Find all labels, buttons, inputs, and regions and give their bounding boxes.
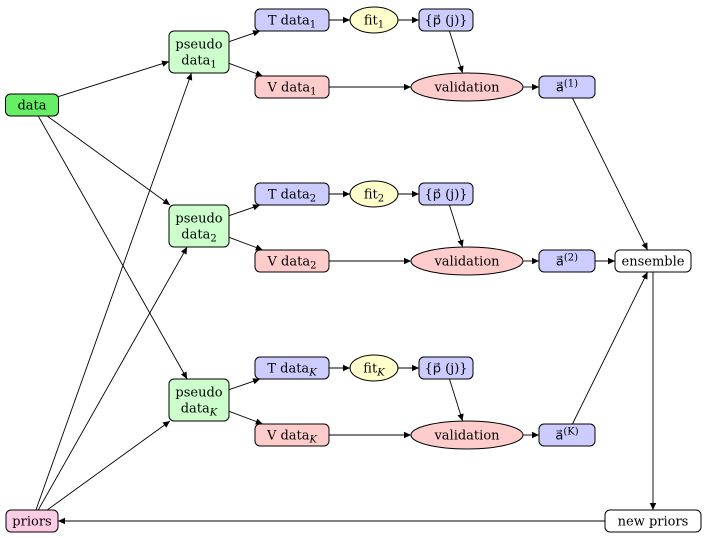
branch-1-validation-node-shape [410,72,524,102]
branch-3-alpha-node-shape [538,423,596,447]
branch-1-pseudo-data-node-shape [168,30,230,74]
edge-branch-3-alpha-to-ensemble [572,271,648,425]
branch-3-validation-data-node: V dataK​ [254,423,330,447]
branch-2-validation-node-shape [410,246,524,276]
branch-1-validation-node-label: validation [433,81,500,96]
branch-2-validation-data-node-shape [254,249,330,273]
branch-2-pseudo-data-node-label: data2​ [181,228,216,245]
branch-3-validation-data-node-shape [254,423,330,447]
branch-3-pseudo-data-node-label: dataK​ [181,402,218,419]
branch-3-validation-node-label: validation [433,429,500,444]
branch-2-fit-node: fit2​ [349,180,399,208]
branch-2-pseudo-data-node-shape [168,204,230,248]
branch-3-pseudo-data-node-label: pseudo [175,386,222,401]
branch-2-validation-data-node-label: V data2​ [267,255,317,272]
branch-3-parameters-node-label: {p⃗ (j)} [424,362,467,377]
branch-2-alpha-node-label: a⃗(2)​ [556,253,578,270]
edge-branch-3-pseudo-to-train [228,378,261,391]
branch-1-validation-data-node: V data1​ [254,75,330,99]
branch-3-training-data-node-shape [254,356,330,380]
branch-3-validation-data-node-label: V dataK​ [266,429,318,446]
new-priors-node-label: new priors [618,515,689,530]
branch-1-parameters-node-shape [418,8,474,32]
branch-3-parameters-node: {p⃗ (j)} [418,356,474,380]
branch-3-fit-node: fitK​ [349,354,399,382]
branch-1-validation-node: validation [410,72,524,102]
branch-3-pseudo-data-node-shape [168,378,230,422]
branch-3-training-data-node-label: T dataK​ [267,362,317,379]
branch-3-fit-node-label: fitK​ [363,362,385,379]
branch-1-alpha-node-shape [538,75,596,99]
branch-2-training-data-node-label: T data2​ [268,188,316,205]
branch-1-alpha-node-label: a⃗(1)​ [556,79,578,96]
priors-node-label: priors [12,515,51,530]
branch-1-alpha-node: a⃗(1)​ [538,75,596,99]
branch-3-fit-node-shape [349,354,399,382]
edge-branch-3-pseudo-to-valid [228,410,263,425]
branch-1-parameters-node: {p⃗ (j)} [418,8,474,32]
branch-1-validation-data-node-shape [254,75,330,99]
data-node: data [5,93,59,117]
edge-priors-to-branch-2-pseudo [37,246,188,511]
branch-2-alpha-node: a⃗(2)​ [538,249,596,273]
ensemble-node-label: ensemble [622,255,685,270]
edge-branch-1-pseudo-to-train [228,30,261,43]
branch-2-fit-node-label: fit2​ [364,188,384,205]
branch-1-fit-node: fit1​ [349,6,399,34]
edge-branch-1-pseudo-to-valid [228,62,263,77]
new-priors-node: new priors [604,509,702,533]
branch-3-parameters-node-shape [418,356,474,380]
edge-branch-3-params-to-validation [449,378,464,422]
data-node-label: data [17,99,46,114]
branch-3-validation-node: validation [410,420,524,450]
branch-2-validation-node: validation [410,246,524,276]
branch-2-pseudo-data-node-label: pseudo [175,212,222,227]
branch-3-alpha-node: a⃗(K)​ [538,423,596,447]
priors-node-shape [5,509,59,533]
edge-priors-to-branch-3-pseudo [46,420,171,511]
branch-2-fit-node-shape [349,180,399,208]
branch-3-training-data-node: T dataK​ [254,356,330,380]
branch-2-parameters-node-shape [418,182,474,206]
branch-1-validation-data-node-label: V data1​ [267,81,317,98]
edge-data-to-branch-2-pseudo [46,115,171,206]
branch-2-alpha-node-shape [538,249,596,273]
branch-1-pseudo-data-node-label: data1​ [181,54,216,71]
branch-3-validation-node-shape [410,420,524,450]
priors-node: priors [5,509,59,533]
branch-2-validation-data-node: V data2​ [254,249,330,273]
data-node-shape [5,93,59,117]
ensemble-node-shape [614,249,692,273]
branch-2-validation-node-label: validation [433,255,500,270]
edge-branch-2-pseudo-to-train [228,204,261,217]
edge-branch-2-pseudo-to-valid [228,236,263,251]
edge-branch-1-params-to-validation [449,30,464,74]
branch-2-training-data-node: T data2​ [254,182,330,206]
edge-branch-2-params-to-validation [449,204,464,248]
new-priors-node-shape [604,509,702,533]
branch-2-parameters-node-label: {p⃗ (j)} [424,188,467,203]
branch-2-parameters-node: {p⃗ (j)} [418,182,474,206]
edges-layer [35,16,657,525]
branch-1-training-data-node-shape [254,8,330,32]
ensemble-node: ensemble [614,249,692,273]
edge-data-to-branch-3-pseudo [37,115,188,380]
branch-3-alpha-node-label: a⃗(K)​ [555,427,578,444]
branch-1-parameters-node-label: {p⃗ (j)} [424,14,467,29]
branch-1-pseudo-data-node-label: pseudo [175,38,222,53]
branch-1-training-data-node: T data1​ [254,8,330,32]
edge-data-to-branch-1-pseudo [58,60,170,98]
edge-branch-1-alpha-to-ensemble [572,97,648,251]
branch-1-training-data-node-label: T data1​ [268,14,316,31]
edge-priors-to-branch-1-pseudo [35,72,193,511]
branch-1-fit-node-label: fit1​ [364,14,384,31]
branch-1-fit-node-shape [349,6,399,34]
branch-2-training-data-node-shape [254,182,330,206]
